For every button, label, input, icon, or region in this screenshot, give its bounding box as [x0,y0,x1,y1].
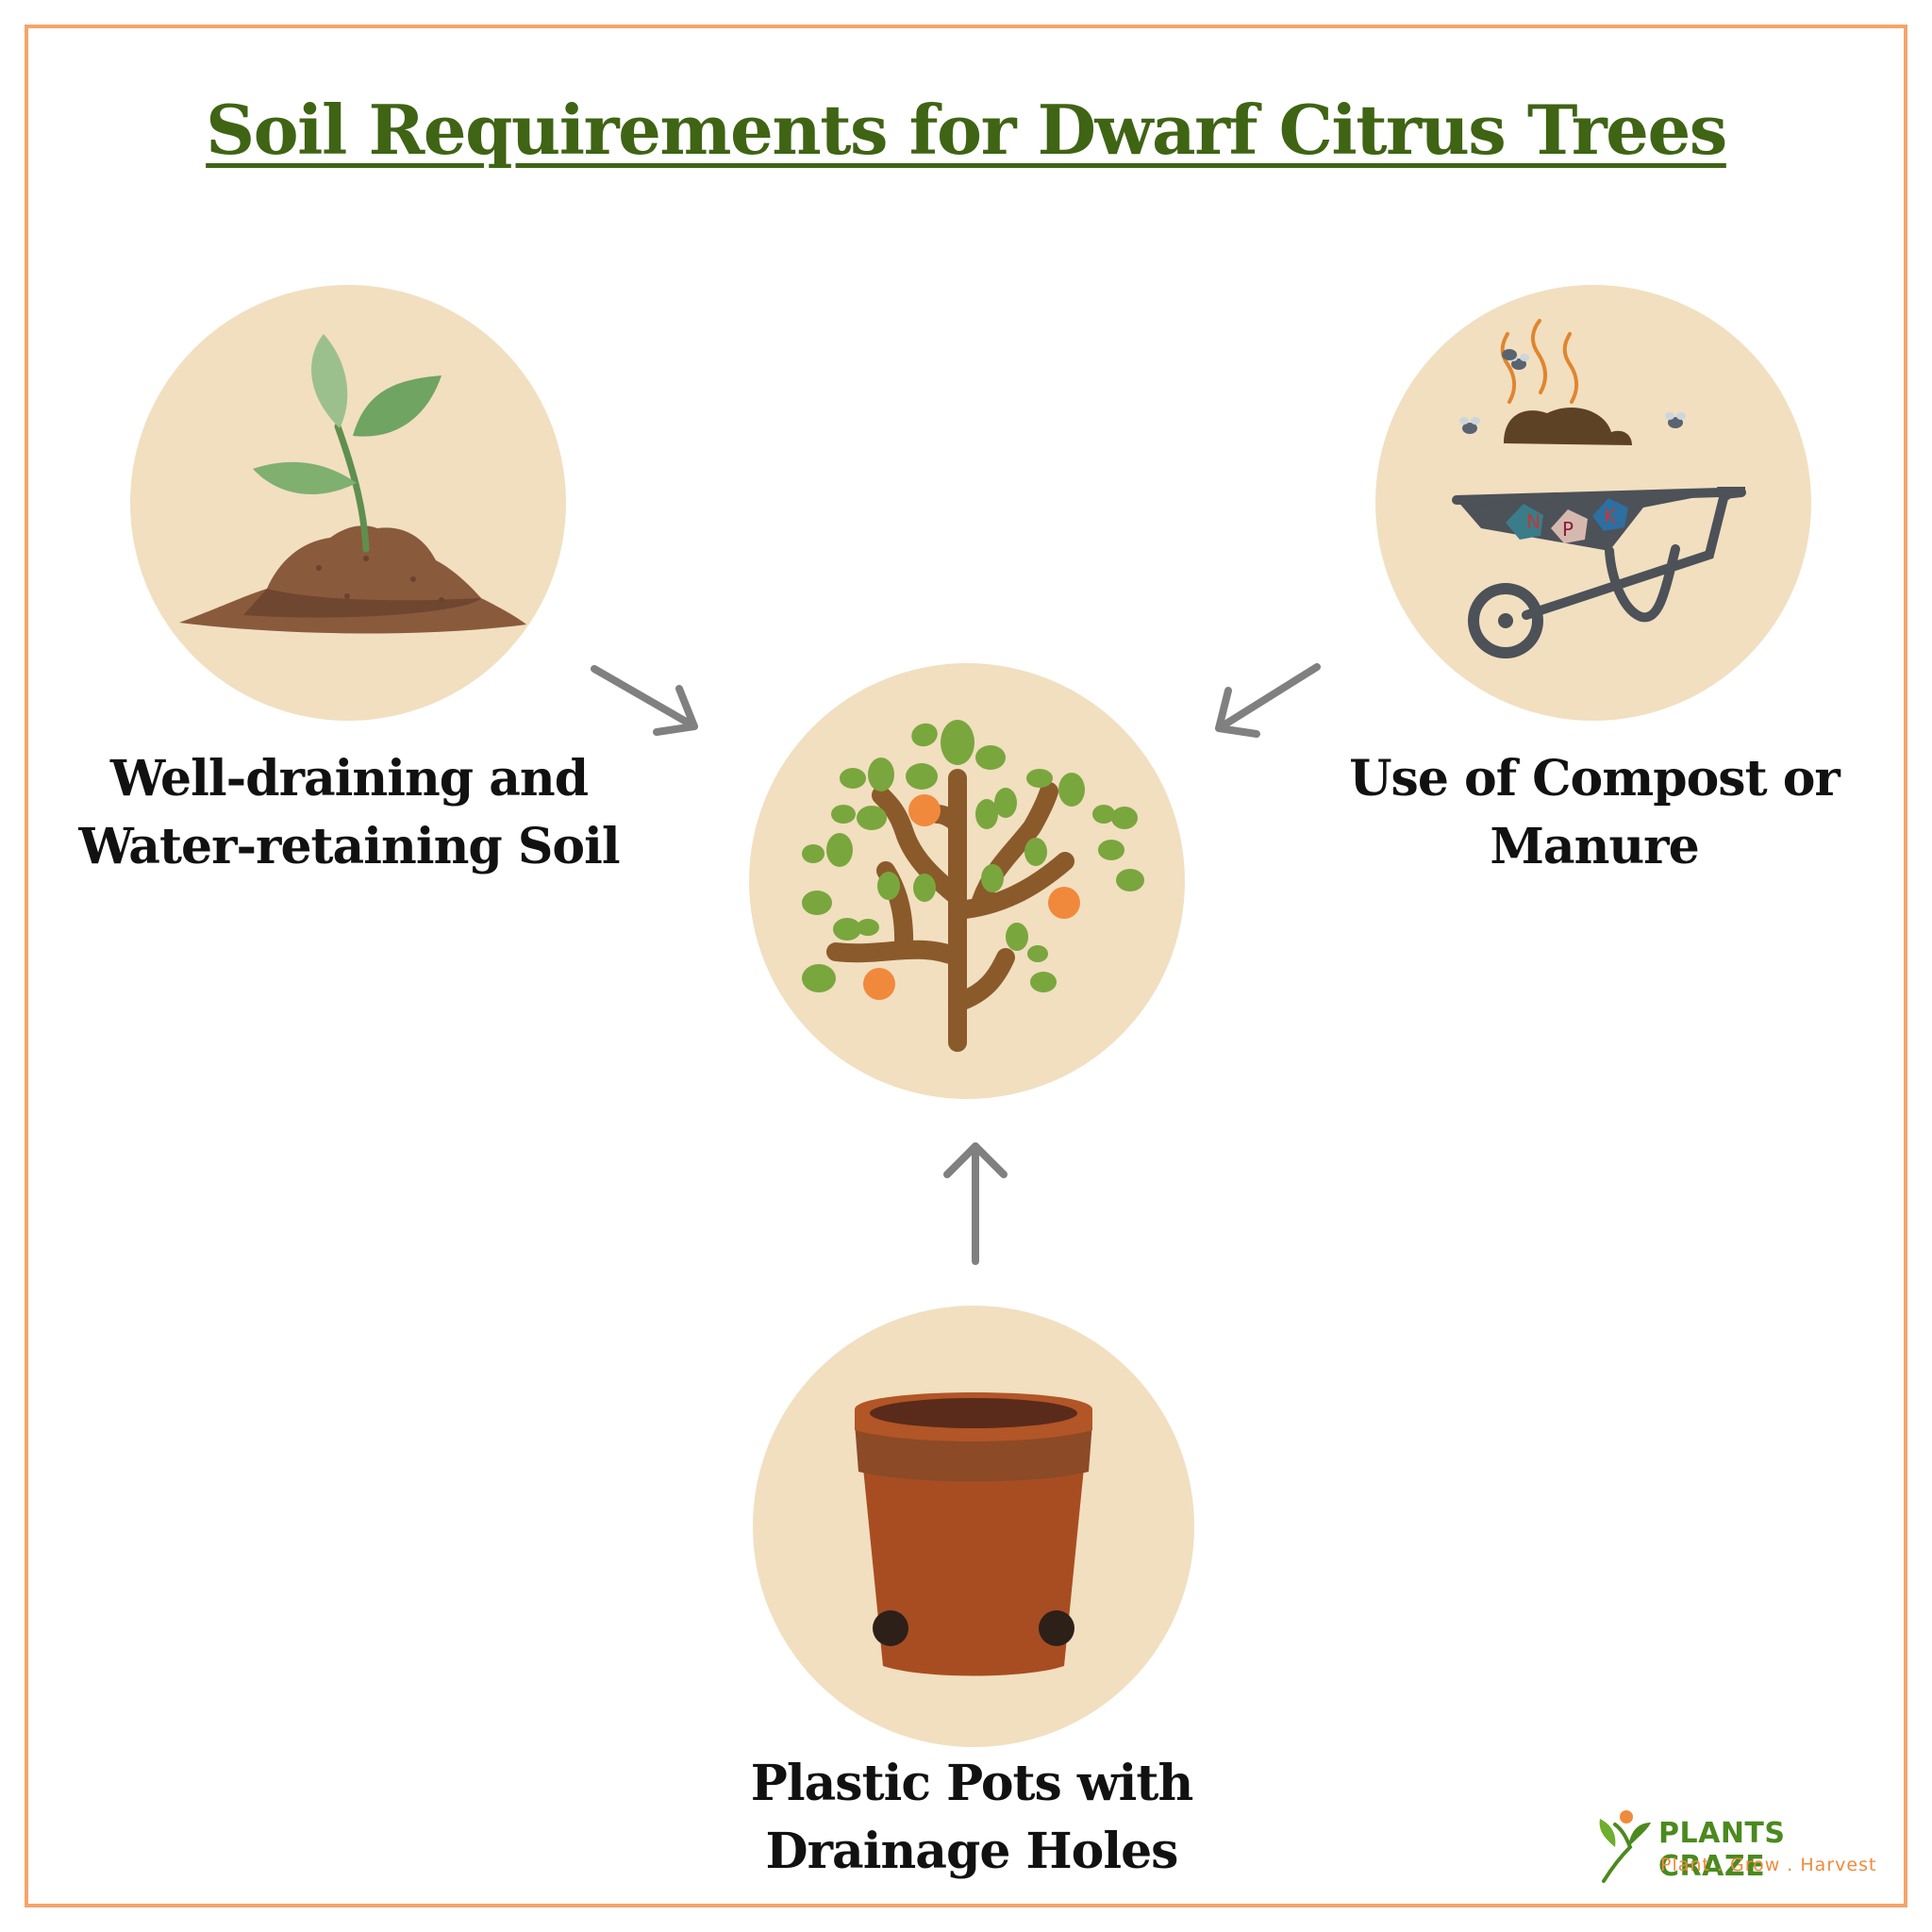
plant-sprout-logo-icon [1599,1810,1651,1883]
seedling-soil-icon [179,334,526,634]
compost-label-line1: Use of Compost or [1349,750,1840,808]
pot-with-drainage-icon [855,1392,1092,1676]
compost-label-line2: Manure [1490,818,1699,875]
brand-tagline: Plant . Grow . Harvest [1660,1855,1877,1875]
soil-label-line2: Water-retaining Soil [78,818,620,875]
compost-node-label: Use of Compost or Manure [1302,745,1887,881]
npk-letter-n: N [1526,510,1541,533]
brand-logo: PLANTS CRAZE Plant . Grow . Harvest [1594,1809,1877,1885]
compost-node-circle: N P K [1375,285,1811,721]
citrus-tree-node-circle [749,663,1185,1099]
npk-letter-k: K [1604,505,1617,527]
soil-node-circle [130,285,566,721]
pot-node-circle [753,1306,1194,1747]
soil-label-line1: Well-draining and [109,750,589,808]
soil-node-label: Well-draining and Water-retaining Soil [57,745,641,881]
pot-node-label: Plastic Pots with Drainage Holes [679,1750,1264,1886]
pot-label-line2: Drainage Holes [765,1823,1179,1880]
page-title: Soil Requirements for Dwarf Citrus Trees [206,90,1727,170]
pot-label-line1: Plastic Pots with [750,1755,1194,1812]
brand-name: PLANTS CRAZE [1658,1817,1786,1883]
npk-letter-p: P [1562,518,1574,541]
wheelbarrow-compost-icon: N P K [1452,319,1746,658]
citrus-tree-icon [802,720,1144,1052]
